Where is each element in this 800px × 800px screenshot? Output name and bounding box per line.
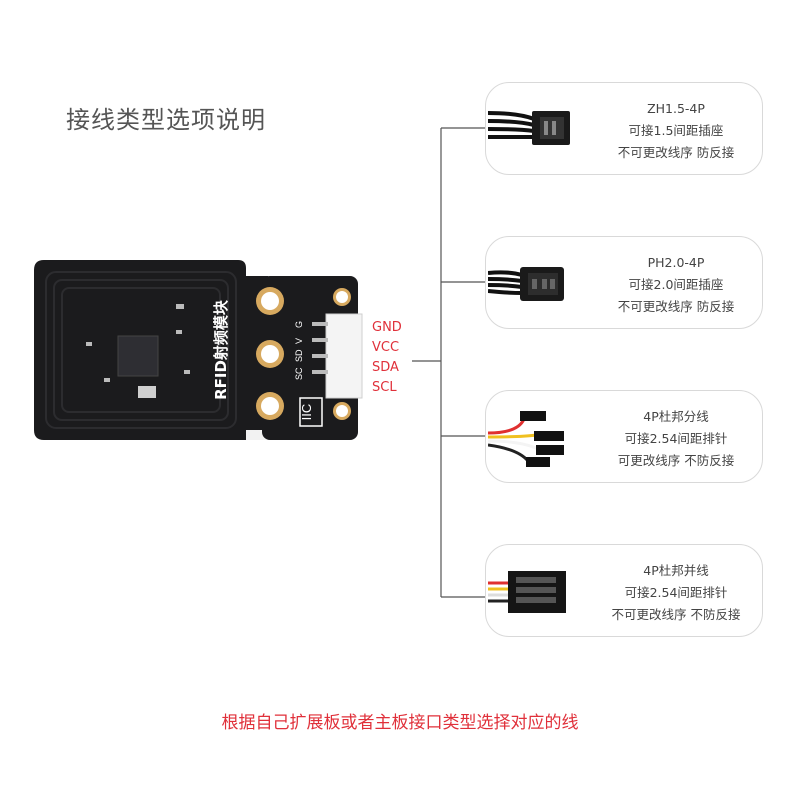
cable-note: 不可更改线序 不防反接 bbox=[611, 607, 741, 622]
ph-connector-icon bbox=[488, 267, 564, 301]
cable-type: 4P杜邦分线 bbox=[643, 409, 709, 424]
cable-pitch: 可接2.0间距插座 bbox=[628, 277, 724, 292]
pin-gnd: GND bbox=[372, 320, 402, 335]
cable-type: ZH1.5-4P bbox=[647, 101, 705, 116]
pin-vcc: VCC bbox=[372, 340, 400, 355]
cable-card-zh: ZH1.5-4P 可接1.5间距插座 不可更改线序 防反接 bbox=[485, 82, 763, 175]
cable-note: 不可更改线序 防反接 bbox=[617, 299, 735, 314]
pin-labels: GND VCC SDA SCL bbox=[372, 318, 402, 398]
module-name-label: RFID射频模块 bbox=[212, 299, 230, 400]
header-letter-g: G bbox=[294, 321, 304, 328]
cable-type: 4P杜邦并线 bbox=[643, 563, 709, 578]
header-letter-sd: SD bbox=[294, 349, 304, 362]
header-letter-v: V bbox=[294, 338, 304, 344]
cable-card-ph: PH2.0-4P 可接2.0间距插座 不可更改线序 防反接 bbox=[485, 236, 763, 329]
dupont-split-icon bbox=[488, 411, 564, 467]
cable-pitch: 可接2.54间距排针 bbox=[624, 585, 728, 600]
page-title: 接线类型选项说明 bbox=[66, 106, 266, 134]
cable-pitch: 可接1.5间距插座 bbox=[628, 123, 724, 138]
selection-hint: 根据自己扩展板或者主板接口类型选择对应的线 bbox=[221, 713, 579, 733]
cable-note: 可更改线序 不防反接 bbox=[617, 453, 735, 468]
pin-sda: SDA bbox=[372, 360, 399, 375]
cable-card-dupont-split: 4P杜邦分线 可接2.54间距排针 可更改线序 不防反接 bbox=[485, 390, 763, 483]
pin-scl: SCL bbox=[372, 380, 397, 395]
cable-pitch: 可接2.54间距排针 bbox=[624, 431, 728, 446]
iic-label: IIC bbox=[299, 404, 314, 421]
zh-connector-icon bbox=[488, 111, 570, 145]
dupont-parallel-icon bbox=[488, 571, 566, 613]
cable-note: 不可更改线序 防反接 bbox=[617, 145, 735, 160]
cable-card-dupont-parallel: 4P杜邦并线 可接2.54间距排针 不可更改线序 不防反接 bbox=[485, 544, 763, 637]
header-letter-sc: SC bbox=[294, 367, 304, 380]
cable-type: PH2.0-4P bbox=[647, 255, 705, 270]
